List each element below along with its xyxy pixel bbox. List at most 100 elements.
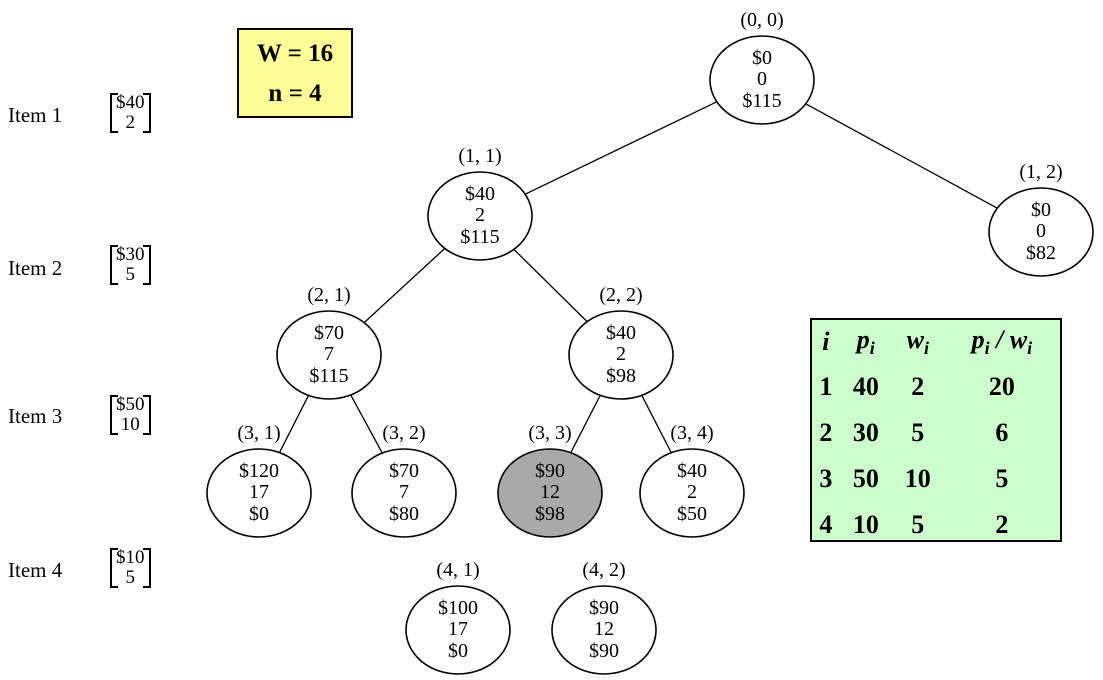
item-3-weight: 10: [120, 414, 140, 435]
tree-node: (1, 2)$00$82: [988, 161, 1094, 277]
node-profit: $90: [535, 460, 565, 482]
cell-ratio: 2: [995, 510, 1009, 539]
node-bound: $0: [249, 503, 269, 525]
tree-edges: [278, 101, 998, 454]
node-weight: 0: [757, 68, 767, 90]
node-profit: $70: [389, 460, 419, 482]
node-profit: $40: [606, 322, 636, 344]
cell-ratio: 20: [988, 372, 1015, 401]
cell-p: 50: [852, 464, 879, 493]
cell-ratio: 6: [995, 418, 1009, 447]
table-row: 4 10 5 2: [812, 502, 1060, 548]
node-bound: $0: [448, 640, 468, 662]
node-weight: 7: [324, 343, 334, 365]
cell-i: 1: [819, 372, 833, 401]
capacity-text: W = 16: [256, 40, 334, 67]
node-profit: $0: [1031, 199, 1051, 221]
node-label: (3, 3): [528, 422, 571, 444]
node-ellipse: [639, 448, 745, 538]
tree-node: (2, 2) $402$98: [568, 284, 674, 400]
item-3-label: Item 3: [8, 404, 63, 428]
tree-node: (3, 2)$707$80: [351, 422, 457, 538]
item-3-vector: $50 10: [110, 395, 151, 435]
item-1-price: $40: [116, 92, 145, 113]
node-label: (4, 1): [436, 559, 479, 581]
cell-ratio: 5: [995, 464, 1009, 493]
tree-edge: [513, 248, 588, 323]
header-p: pi: [856, 324, 875, 359]
highlighted-node-ellipse: [497, 448, 603, 538]
node-profit: $70: [314, 322, 344, 344]
node-ellipse: [709, 35, 815, 125]
cell-w: 10: [904, 464, 931, 493]
item-1-weight: 2: [125, 112, 136, 133]
node-label: (1, 1): [458, 145, 501, 167]
tree-nodes: (0, 0)$00$115(1, 1)$402$115(1, 2)$00$82(…: [206, 9, 1094, 675]
cell-i: 4: [819, 510, 833, 539]
node-bound: $80: [389, 503, 419, 525]
cell-p: 30: [852, 418, 879, 447]
node-ellipse: [276, 310, 382, 400]
node-label: (3, 2): [382, 422, 425, 444]
tree-edge: [278, 395, 310, 453]
node-label: (3, 4): [670, 422, 713, 444]
node-weight: 2: [616, 343, 626, 365]
header-ratio: pi / wi: [971, 324, 1033, 359]
cell-w: 5: [911, 510, 925, 539]
node-weight: 12: [540, 481, 560, 503]
node-bound: $115: [309, 365, 348, 387]
cell-p: 10: [852, 510, 879, 539]
node-ellipse: [427, 171, 533, 261]
node-weight: 2: [687, 481, 697, 503]
items-table: i pi wi pi / wi 1 40 2 20 2 30 5 6 3 50: [810, 318, 1062, 542]
node-weight: 17: [448, 618, 468, 640]
node-bound: $98: [606, 365, 636, 387]
node-weight: 0: [1036, 220, 1046, 242]
tree-edge: [641, 395, 672, 453]
tree-edge: [805, 103, 998, 209]
item-4-weight: 5: [125, 567, 136, 588]
header-i: i: [822, 327, 830, 356]
table-row: 1 40 2 20: [812, 364, 1060, 410]
node-ellipse: [568, 310, 674, 400]
tree-node: (1, 1) $402$115: [427, 145, 533, 261]
item-2-price: $30: [116, 244, 145, 265]
item-1-vector: $40 2: [110, 93, 151, 133]
tree-edge: [350, 394, 383, 454]
cell-w: 5: [911, 418, 925, 447]
item-1-label: Item 1: [8, 103, 63, 127]
node-profit: $90: [589, 597, 619, 619]
item-4-price: $10: [116, 547, 145, 568]
tree-node: (3, 4)$402$50: [639, 422, 745, 538]
tree-edge: [524, 101, 718, 195]
node-label: (1, 2): [1019, 161, 1062, 183]
tree-node: (0, 0)$00$115: [709, 9, 815, 125]
item-2-vector: $30 5: [110, 245, 151, 285]
node-bound: $115: [460, 226, 499, 248]
item-4-label: Item 4: [8, 558, 63, 582]
cell-i: 2: [819, 418, 833, 447]
table-row: 3 50 10 5: [812, 456, 1060, 502]
node-ellipse: [351, 448, 457, 538]
constraints-box: W = 16 n = 4: [237, 28, 353, 118]
node-ellipse: [988, 187, 1094, 277]
node-label: (2, 2): [599, 284, 642, 306]
cell-w: 2: [911, 372, 925, 401]
node-label: (3, 1): [237, 422, 280, 444]
item-4-vector: $10 5: [110, 548, 151, 588]
node-weight: 2: [475, 204, 485, 226]
item-3-price: $50: [116, 394, 145, 415]
tree-edge: [363, 247, 446, 324]
table-row: 2 30 5 6: [812, 410, 1060, 456]
item-count-text: n = 4: [268, 80, 322, 107]
node-profit: $120: [239, 460, 279, 482]
node-bound: $90: [589, 640, 619, 662]
tree-edge: [570, 395, 601, 453]
node-profit: $40: [465, 183, 495, 205]
node-bound: $98: [535, 503, 565, 525]
